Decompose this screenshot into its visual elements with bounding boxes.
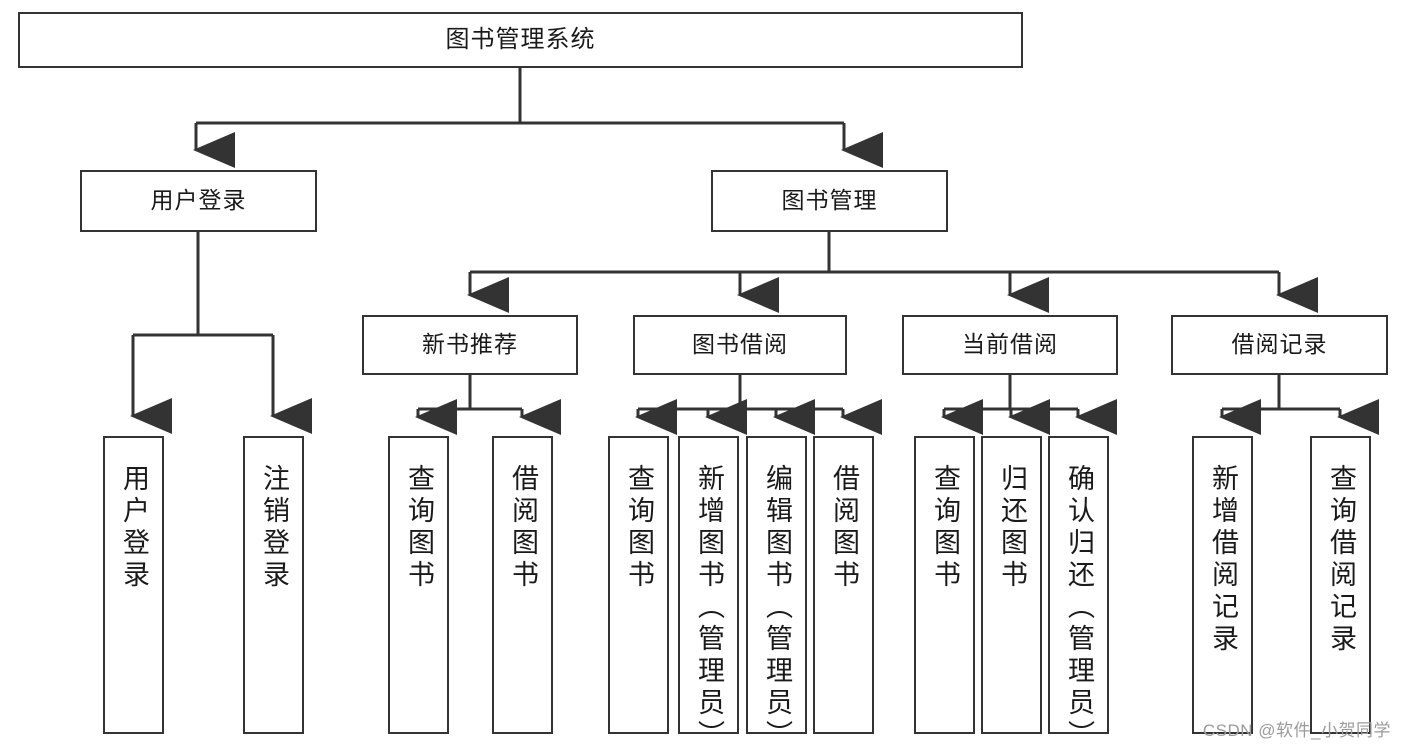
leaf-user-login[interactable]: 用户登录 [103,436,164,734]
leaf-borrow-book[interactable]: 借阅图书 [813,436,874,734]
leaf-query-borrow-record[interactable]: 查询借阅记录 [1310,436,1371,734]
node-label: 借阅图书 [508,464,538,592]
node-label: 查询借阅记录 [1326,464,1356,656]
leaf-confirm-return-admin[interactable]: 确认归还（管理员） [1048,436,1109,752]
node-label: 图书管理 [781,187,878,214]
node-current-borrow[interactable]: 当前借阅 [902,315,1118,375]
node-label: 新增图书（管理员） [694,464,724,752]
leaf-query-book-new-rec[interactable]: 查询图书 [388,436,449,734]
node-root-book-management-system[interactable]: 图书管理系统 [18,12,1023,68]
node-label: 查询图书 [624,464,654,592]
node-label: 图书管理系统 [445,25,596,53]
watermark: CSDN @软件_小贺同学 [1202,721,1391,740]
node-label: 用户登录 [119,464,149,592]
node-label: 归还图书 [997,464,1027,592]
node-label: 编辑图书（管理员） [762,464,792,752]
node-label: 查询图书 [404,464,434,592]
node-label: 注销登录 [259,464,289,592]
node-label: 借阅图书 [829,464,859,592]
node-label: 新书推荐 [422,331,518,358]
leaf-add-book-admin[interactable]: 新增图书（管理员） [678,436,739,752]
node-label: 新增借阅记录 [1208,464,1238,656]
leaf-borrow-book-new-rec[interactable]: 借阅图书 [492,436,553,734]
node-user-login[interactable]: 用户登录 [80,170,317,232]
leaf-query-book-borrow[interactable]: 查询图书 [608,436,669,734]
leaf-query-book-current[interactable]: 查询图书 [914,436,975,734]
leaf-edit-book-admin[interactable]: 编辑图书（管理员） [746,436,807,752]
node-new-book-recommend[interactable]: 新书推荐 [362,315,578,375]
leaf-add-borrow-record[interactable]: 新增借阅记录 [1192,436,1253,734]
node-book-management[interactable]: 图书管理 [711,170,948,232]
node-label: 借阅记录 [1231,331,1328,358]
node-label: 图书借阅 [692,331,788,358]
node-borrow-record[interactable]: 借阅记录 [1171,315,1388,375]
node-label: 确认归还（管理员） [1064,464,1094,752]
node-label: 当前借阅 [962,331,1058,358]
leaf-return-book[interactable]: 归还图书 [981,436,1042,734]
node-book-borrow[interactable]: 图书借阅 [633,315,847,375]
node-label: 用户登录 [150,187,247,214]
node-label: 查询图书 [930,464,960,592]
leaf-logout-login[interactable]: 注销登录 [243,436,304,734]
